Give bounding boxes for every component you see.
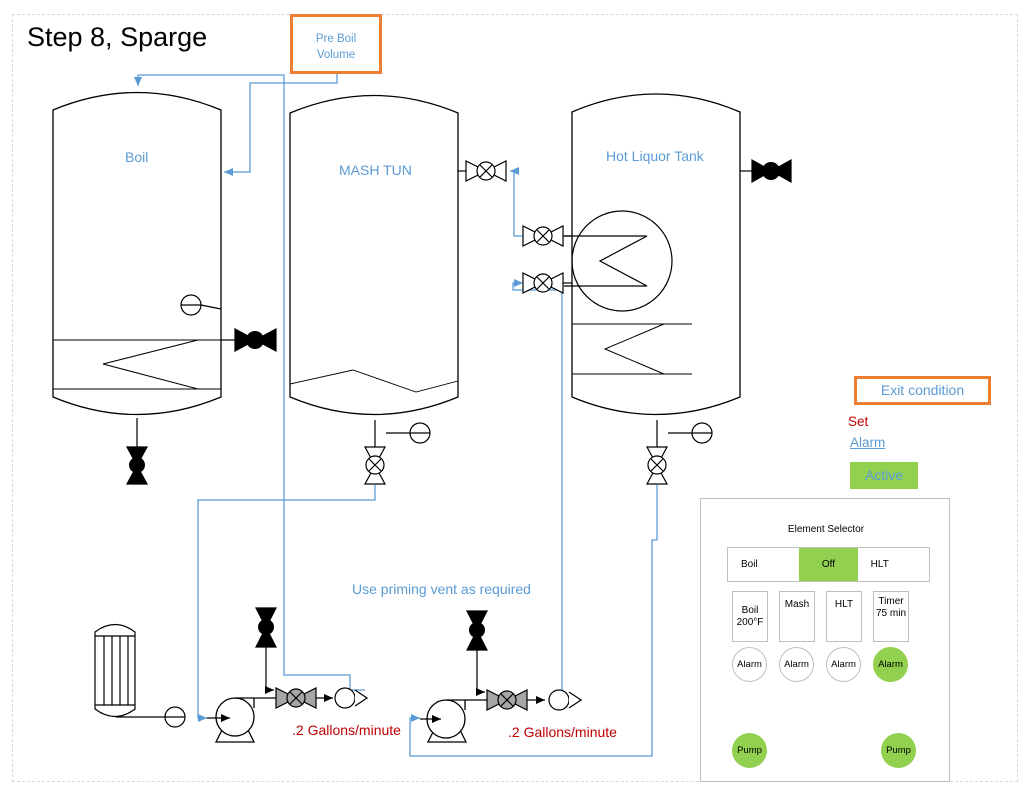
element-selector: Boil Off HLT bbox=[727, 547, 930, 582]
priming-note: Use priming vent as required bbox=[352, 581, 531, 597]
pump2-flow-valve[interactable] bbox=[486, 689, 528, 711]
pipe-mash-to-pump1 bbox=[197, 485, 376, 722]
page-title: Step 8, Sparge bbox=[27, 22, 208, 52]
connector-pipes bbox=[136, 170, 752, 704]
mash-sensor bbox=[386, 422, 431, 444]
alarm-hlt-button[interactable]: Alarm bbox=[826, 647, 861, 682]
chiller-sensor bbox=[116, 706, 186, 728]
element-mash-name: Mash bbox=[784, 599, 810, 610]
heat-exchanger-coil bbox=[564, 210, 673, 312]
pipe-boil-inlet bbox=[224, 74, 338, 176]
check-valve-2 bbox=[548, 689, 583, 711]
hlt-label: Hot Liquor Tank bbox=[606, 148, 704, 164]
legend-set: Set bbox=[848, 414, 869, 429]
legend-active: Active bbox=[850, 462, 918, 489]
chiller-icon bbox=[94, 623, 136, 718]
prime-vent-valve-2[interactable] bbox=[466, 610, 488, 651]
hlt-heating-element bbox=[572, 323, 692, 375]
pump1-flow-valve[interactable] bbox=[275, 687, 317, 709]
selector-option-hlt[interactable]: HLT bbox=[870, 559, 889, 570]
pre-boil-volume-box: Pre Boil Volume bbox=[290, 14, 382, 74]
alarm-boil-button[interactable]: Alarm bbox=[732, 647, 767, 682]
boil-kettle bbox=[52, 91, 222, 416]
alarm-mash-button[interactable]: Alarm bbox=[779, 647, 814, 682]
hlt-sensor bbox=[668, 422, 713, 444]
mash-tun bbox=[289, 94, 459, 416]
timer-name: Timer bbox=[878, 596, 904, 607]
diagram-frame bbox=[12, 14, 1018, 782]
panel-title: Element Selector bbox=[787, 524, 865, 535]
hlt-side-valve[interactable] bbox=[751, 158, 792, 184]
hot-liquor-tank bbox=[571, 93, 741, 416]
mash-tun-label: MASH TUN bbox=[339, 162, 412, 178]
element-hlt-name: HLT bbox=[834, 599, 854, 610]
element-hlt-button[interactable]: HLT bbox=[826, 591, 862, 642]
pump-1-button[interactable]: Pump bbox=[732, 733, 767, 768]
timer-button[interactable]: Timer 75 min bbox=[873, 591, 909, 642]
element-boil-name: Boil bbox=[741, 604, 759, 616]
boil-heating-element bbox=[53, 339, 221, 390]
legend-alarm: Alarm bbox=[850, 435, 886, 450]
boil-side-valve[interactable] bbox=[234, 327, 277, 353]
hlt-drain-valve[interactable] bbox=[645, 446, 669, 485]
timer-value: 75 min bbox=[875, 608, 906, 619]
pump-2[interactable] bbox=[420, 699, 468, 743]
element-boil-button[interactable]: Boil 200°F bbox=[732, 591, 768, 642]
boil-drain-valve[interactable] bbox=[125, 446, 149, 485]
pipe-hlt-to-pump2 bbox=[409, 485, 658, 757]
pump-1[interactable] bbox=[207, 697, 256, 743]
pump-2-button[interactable]: Pump bbox=[881, 733, 916, 768]
element-selector-panel: Element Selector Boil Off HLT Boil 200°F… bbox=[700, 498, 950, 782]
coil-inlet-valve[interactable] bbox=[522, 272, 564, 294]
pre-boil-line1: Pre Boil bbox=[315, 33, 357, 45]
prime-vent-valve-1[interactable] bbox=[255, 607, 277, 648]
pump2-flow-rate: .2 Gallons/minute bbox=[508, 724, 617, 740]
element-mash-button[interactable]: Mash bbox=[779, 591, 815, 642]
pump1-flow-rate: .2 Gallons/minute bbox=[292, 722, 401, 738]
selector-option-boil[interactable]: Boil bbox=[741, 559, 758, 570]
exit-condition-box: Exit condition bbox=[854, 376, 991, 405]
pre-boil-line2: Volume bbox=[316, 49, 356, 61]
boil-sensor bbox=[180, 294, 222, 316]
mash-false-bottom bbox=[289, 369, 459, 393]
selector-option-off[interactable]: Off bbox=[799, 548, 858, 581]
alarm-timer-button[interactable]: Alarm bbox=[873, 647, 908, 682]
element-boil-setpoint: 200°F bbox=[736, 616, 764, 628]
coil-outlet-valve[interactable] bbox=[522, 225, 564, 247]
check-valve-1 bbox=[334, 687, 369, 709]
pipe-coil-to-mash bbox=[510, 167, 523, 237]
boil-label: Boil bbox=[125, 149, 149, 165]
mash-drain-valve[interactable] bbox=[363, 446, 387, 485]
mash-inlet-valve[interactable] bbox=[465, 160, 507, 182]
